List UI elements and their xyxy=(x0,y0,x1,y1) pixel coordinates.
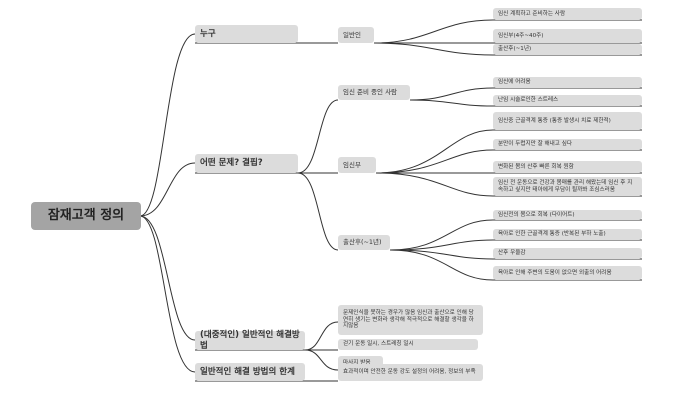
leaf-diet-recovery[interactable]: 임신전의 몸으로 회복 (다이어트) xyxy=(493,210,642,220)
leaf-pregnancy-pain[interactable]: 임신중 근골격계 통증 (통증 발생시 치료 제한적) xyxy=(493,112,642,130)
branch-common-solution[interactable]: (대중적인) 일반적인 해결방법 xyxy=(195,330,305,351)
leaf-difficulty-conceiving[interactable]: 임신에 어려움 xyxy=(493,77,642,88)
leaf-ivf-stress[interactable]: 난임 시술로인한 스트레스 xyxy=(493,95,642,106)
leaf-postpartum-year[interactable]: 출산후(~1년) xyxy=(493,44,642,55)
leaf-pregnant-weeks[interactable]: 임신부(4주~40주) xyxy=(493,29,642,43)
branch-problem[interactable]: 어떤 문제? 결핍? xyxy=(195,154,298,173)
leaf-childcare-pain[interactable]: 육아로 인한 근골격계 통증 (반복된 부하 노출) xyxy=(493,229,642,240)
branch-who[interactable]: 누구 xyxy=(195,25,298,43)
connector-root-problem xyxy=(139,162,196,217)
node-walking-stretching[interactable]: 걷기 운동 일시, 스트레칭 일시 xyxy=(338,339,478,350)
node-general-public[interactable]: 일반인 xyxy=(338,27,374,43)
node-unaware[interactable]: 문제인식을 못하는 경우가 많음 임신과 출산으로 인해 당연히 생기는 변화라… xyxy=(338,305,483,335)
node-postpartum[interactable]: 출산후(~1년) xyxy=(338,235,390,250)
leaf-going-out-difficulty[interactable]: 육아로 인해 주변의 도움이 없으면 외출의 어려움 xyxy=(493,266,642,280)
branch-solution-limit[interactable]: 일반적인 해결 방법의 한계 xyxy=(195,363,305,381)
leaf-postpartum-depression[interactable]: 산후 우울감 xyxy=(493,248,642,259)
leaf-planning[interactable]: 임신 계획하고 준비하는 사람 xyxy=(493,8,642,20)
connector-root-who xyxy=(139,33,196,217)
leaf-exercise-caution[interactable]: 임신 전 운동으로 건강과 몸매를 관리 해왔는데 임신 후 지속하고 싶지만 … xyxy=(493,177,642,196)
connector-root-solution xyxy=(139,215,196,341)
leaf-fast-recovery[interactable]: 변화된 몸의 산후 빠른 회복 원함 xyxy=(493,161,642,173)
node-preparing[interactable]: 임신 준비 중인 사람 xyxy=(338,85,410,100)
root-node[interactable]: 잠재고객 정의 xyxy=(31,202,141,230)
node-pregnant[interactable]: 임신부 xyxy=(338,157,376,173)
node-info-lack[interactable]: 효과적이며 안전한 운동 강도 설정의 어려움, 정보의 부족 xyxy=(338,364,483,381)
connector-root-limit xyxy=(139,215,196,373)
leaf-labor-fear[interactable]: 분만이 두렵지만 잘 해내고 싶다 xyxy=(493,139,642,150)
